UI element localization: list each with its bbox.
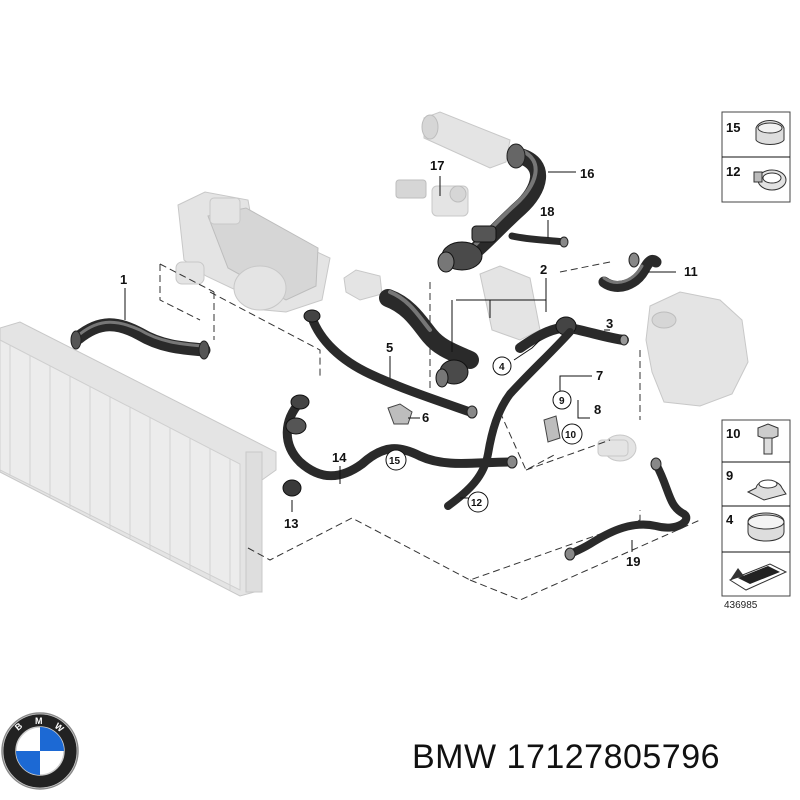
clip-4-icon — [747, 512, 785, 542]
holder-9-icon — [746, 479, 787, 501]
callout-5: 5 — [386, 340, 393, 355]
callout-18: 18 — [540, 204, 554, 219]
callout-17: 17 — [430, 158, 444, 173]
callout-16: 16 — [580, 166, 594, 181]
svg-text:B: B — [13, 720, 25, 732]
callout-2: 2 — [540, 262, 547, 277]
callout-19: 19 — [626, 554, 640, 569]
callout-labels: 1 2 3 4 5 6 7 8 9 10 11 12 13 14 15 16 1… — [120, 158, 698, 569]
bracket-ghost — [479, 265, 541, 341]
brand-part-caption: BMW 17127805796 — [412, 738, 721, 776]
leader-lines — [124, 171, 676, 552]
hose-18 — [508, 232, 569, 248]
callout-4: 4 — [499, 362, 505, 373]
callout-14: 14 — [332, 450, 347, 465]
hose-2 — [379, 289, 479, 388]
svg-text:M: M — [35, 716, 43, 726]
pipe-connector-ghost — [343, 269, 383, 301]
legend-15-number: 15 — [726, 120, 740, 135]
bracket-6 — [387, 403, 413, 425]
callout-7: 7 — [596, 368, 603, 383]
legend-top: 15 12 — [721, 111, 791, 203]
radiator-ghost — [0, 321, 277, 597]
bolt-10-icon — [757, 423, 779, 455]
callout-10: 10 — [565, 430, 577, 441]
hose-5 — [303, 309, 478, 419]
sleeve-13 — [282, 479, 302, 497]
callout-15: 15 — [389, 456, 401, 467]
hose-11 — [598, 252, 662, 292]
expansion-tank-ghost — [645, 291, 749, 407]
hose-7 — [444, 328, 574, 510]
legend-bottom: 10 9 4 — [721, 419, 791, 597]
hose-1 — [70, 318, 211, 360]
callout-6: 6 — [422, 410, 429, 425]
egr-cooler-ghost — [175, 191, 331, 313]
legend-12-number: 12 — [726, 164, 740, 179]
bmw-logo: B M W — [1, 712, 79, 790]
callout-3: 3 — [606, 316, 613, 331]
hose-clamp-12-icon — [753, 169, 787, 191]
thermostat-ghost — [395, 179, 469, 217]
callout-8: 8 — [594, 402, 601, 417]
legend-10-number: 10 — [726, 426, 740, 441]
callout-1: 1 — [120, 272, 127, 287]
aux-pump-ghost — [597, 434, 637, 462]
callout-13: 13 — [284, 516, 298, 531]
bracket-8 — [543, 415, 561, 443]
hose-14 — [282, 394, 518, 481]
egr-tube-ghost — [421, 111, 511, 169]
callout-12: 12 — [471, 498, 483, 509]
legend-4-number: 4 — [726, 512, 734, 527]
coolant-pump-17 — [437, 225, 497, 273]
callout-9: 9 — [559, 396, 565, 407]
hose-clamp-15-icon — [755, 120, 785, 145]
callout-11: 11 — [684, 264, 698, 279]
arrow-sheet-icon — [728, 563, 788, 591]
hose-19 — [564, 457, 691, 561]
legend-9-number: 9 — [726, 468, 733, 483]
diagram-reference-number: 436985 — [724, 600, 758, 611]
